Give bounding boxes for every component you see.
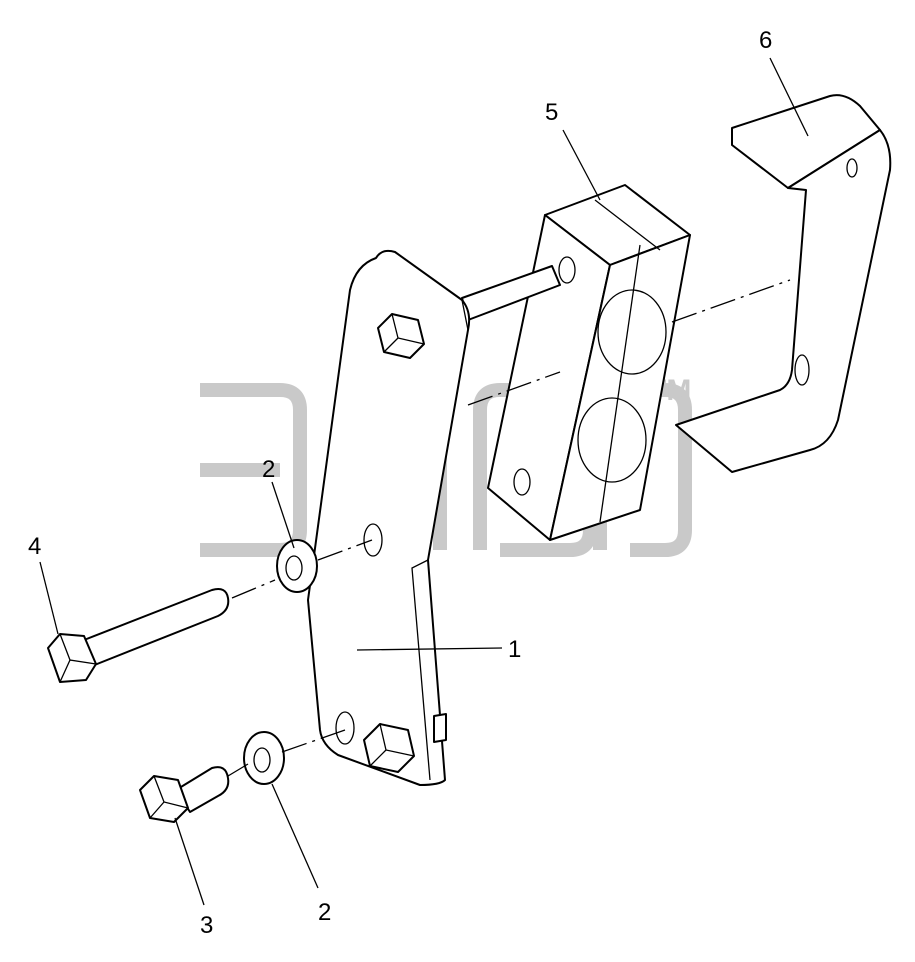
callout-3: 3	[200, 912, 213, 939]
callout-2-lower: 2	[318, 899, 331, 926]
callout-1: 1	[508, 636, 521, 663]
leader-lines	[39, 57, 809, 906]
callout-2-upper: 2	[262, 456, 275, 483]
part-2-washer-lower	[243, 731, 285, 785]
callout-4: 4	[28, 533, 41, 560]
part-3-short-bolt	[139, 766, 230, 823]
callout-5: 5	[545, 99, 558, 126]
center-lines	[227, 279, 791, 777]
part-5-clamp	[487, 184, 691, 541]
part-1-plate	[307, 249, 471, 786]
part-2-washer-upper	[276, 539, 318, 593]
part-4-long-bolt	[47, 588, 230, 683]
part-6-bracket	[675, 94, 892, 473]
callout-6: 6	[759, 27, 772, 54]
callout-labels: 1 2 2 3 4 5 6	[28, 27, 772, 939]
